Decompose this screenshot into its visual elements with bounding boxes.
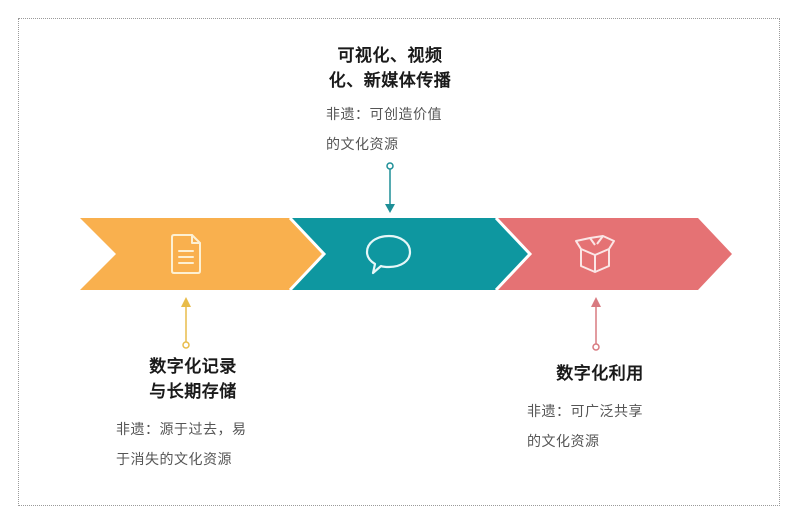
stage-title: 数字化记录 与长期存储 [149,357,237,402]
connector-use [591,297,601,351]
stage-description: 非遗：可广泛共享 的文化资源 [527,404,643,450]
stage-record-label: 数字化记录 与长期存储 非遗：源于过去，易 于消失的文化资源 [98,355,288,475]
stage-description: 非遗：可创造价值 的文化资源 [326,107,442,153]
chevron-record [80,218,330,290]
chevron-use [496,218,732,290]
connector-record [181,297,191,349]
chevron-spread [290,218,536,290]
open-box-icon [575,235,615,273]
connector-spread [385,162,395,213]
document-icon [171,234,201,274]
stage-title: 可视化、视频 化、新媒体传播 [328,46,452,91]
stage-description: 非遗：源于过去，易 于消失的文化资源 [116,422,247,468]
speech-bubble-icon [365,234,412,275]
dotted-frame [18,18,780,506]
stage-use-label: 数字化利用 非遗：可广泛共享 的文化资源 [510,362,690,457]
stage-spread-label: 可视化、视频 化、新媒体传播 非遗：可创造价值 的文化资源 [300,44,480,160]
stage-title: 数字化利用 [556,364,644,384]
